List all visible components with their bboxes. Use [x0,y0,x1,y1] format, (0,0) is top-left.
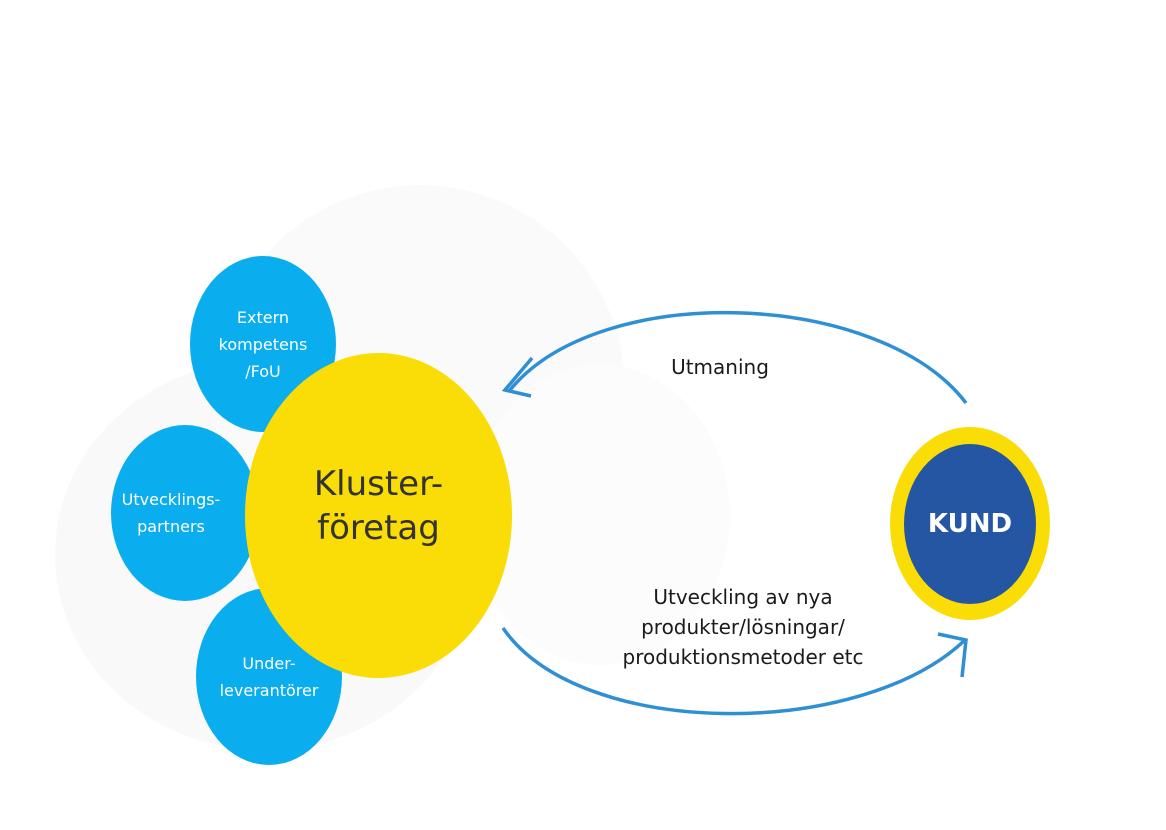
extern-line-2: kompetens [218,334,308,354]
utveckling-line-1: Utveckling av nya [653,585,833,609]
edge-label-utmaning: Utmaning [671,355,769,379]
extern-line-3: /FoU [245,361,281,381]
node-kund-ring: KUND [890,427,1050,620]
utveckling-arrowhead [937,632,968,678]
node-klusterforetag: Kluster- företag [245,353,512,678]
kluster-line-1: Kluster- [313,463,444,504]
utmaning-arrow [508,310,968,405]
kluster-line-2: företag [317,507,440,548]
utvecklingspartners-line-1: Utvecklings- [121,490,221,509]
utvecklingspartners-line-2: partners [137,517,205,536]
node-kund: KUND [904,443,1036,604]
utveckling-arrow [501,627,967,716]
node-utvecklingspartners: Utvecklings- partners [111,425,259,601]
utmaning-arrowhead [501,356,534,398]
kund-label: KUND [927,508,1013,539]
utveckling-line-2: produkter/lösningar/ [641,615,845,639]
utveckling-line-3: produktionsmetoder etc [622,645,864,669]
extern-line-1: Extern [236,307,290,327]
edge-label-utveckling: Utveckling av nya produkter/lösningar/ p… [588,582,898,672]
underleverantorer-line-1: Under- [242,653,296,673]
underleverantorer-line-2: leverantörer [219,680,319,700]
background-halo-right [470,365,730,665]
